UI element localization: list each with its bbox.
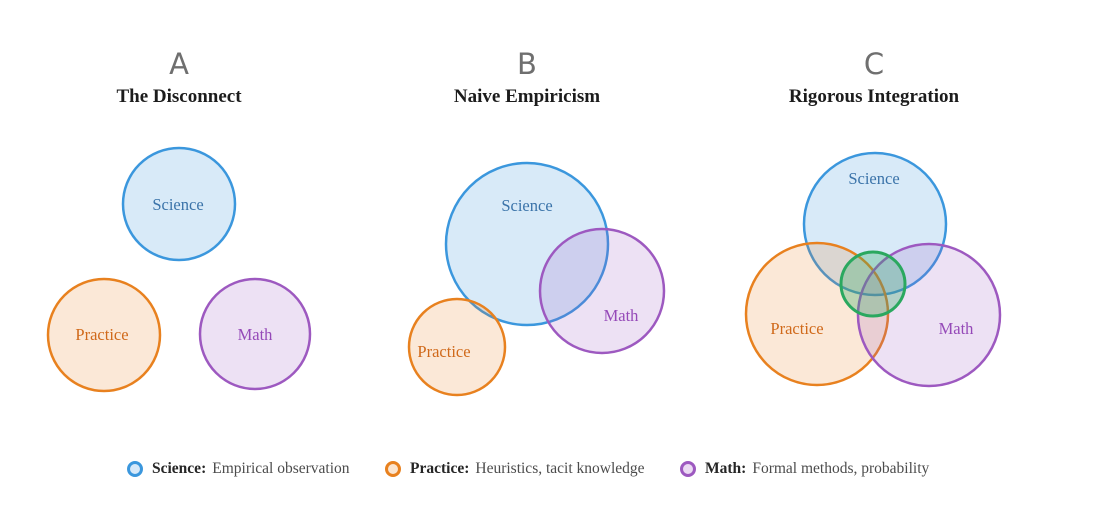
circle-label-science-panel-a: Science [152,195,203,214]
panel-header-b: B Naive Empiricism [367,48,687,108]
circle-label-practice-panel-b: Practice [417,342,470,361]
legend-text-math: Math: Formal methods, probability [705,460,929,478]
science-circle-icon [127,461,143,477]
venn-circle-integration-panel-c [839,250,907,318]
venn-circle-math-panel-b [538,227,666,355]
panel-header-c: C Rigorous Integration [714,48,1034,108]
circle-label-practice-panel-a: Practice [75,325,128,344]
legend-text-practice: Practice: Heuristics, tacit knowledge [410,460,645,478]
venn-circle-math-panel-c [856,242,1002,388]
panel-header-a: A The Disconnect [19,48,339,108]
circle-label-practice-panel-c: Practice [770,319,823,338]
panel-letter-c: C [863,47,885,81]
circle-label-math-panel-b: Math [604,306,640,325]
legend-item-science: Science: Empirical observation [127,460,350,478]
practice-circle-icon [385,461,401,477]
venn-circle-practice-panel-c [744,241,890,387]
math-circle-icon [680,461,696,477]
panel-letter-a: A [169,47,189,81]
legend-term-science: Science: [152,460,207,477]
venn-circle-practice-panel-b [407,297,507,397]
panel-title-a: The Disconnect [116,86,242,107]
circle-label-science-panel-b: Science [501,196,552,215]
legend-item-math: Math: Formal methods, probability [680,460,929,478]
panel-title-c: Rigorous Integration [788,86,960,107]
venn-circle-science-panel-a [121,146,237,262]
legend-desc-science: Empirical observation [212,460,350,477]
venn-circle-science-panel-b [444,161,610,327]
venn-circle-practice-panel-a [46,277,162,393]
legend-desc-practice: Heuristics, tacit knowledge [475,460,645,477]
legend-term-math: Math: [705,460,747,477]
panel-letter-b: B [517,47,537,81]
legend-text-science: Science: Empirical observation [152,460,350,478]
venn-circle-math-panel-a [198,277,312,391]
circle-label-math-panel-a: Math [238,325,274,344]
legend-desc-math: Formal methods, probability [752,460,930,477]
legend-term-practice: Practice: [410,460,470,477]
venn-circle-science-panel-c [802,151,948,297]
legend-item-practice: Practice: Heuristics, tacit knowledge [385,460,645,478]
legend: Science: Empirical observation Practice: H… [0,460,1094,488]
panel-title-b: Naive Empiricism [453,86,601,107]
circle-label-math-panel-c: Math [939,319,975,338]
circle-label-science-panel-c: Science [848,169,899,188]
